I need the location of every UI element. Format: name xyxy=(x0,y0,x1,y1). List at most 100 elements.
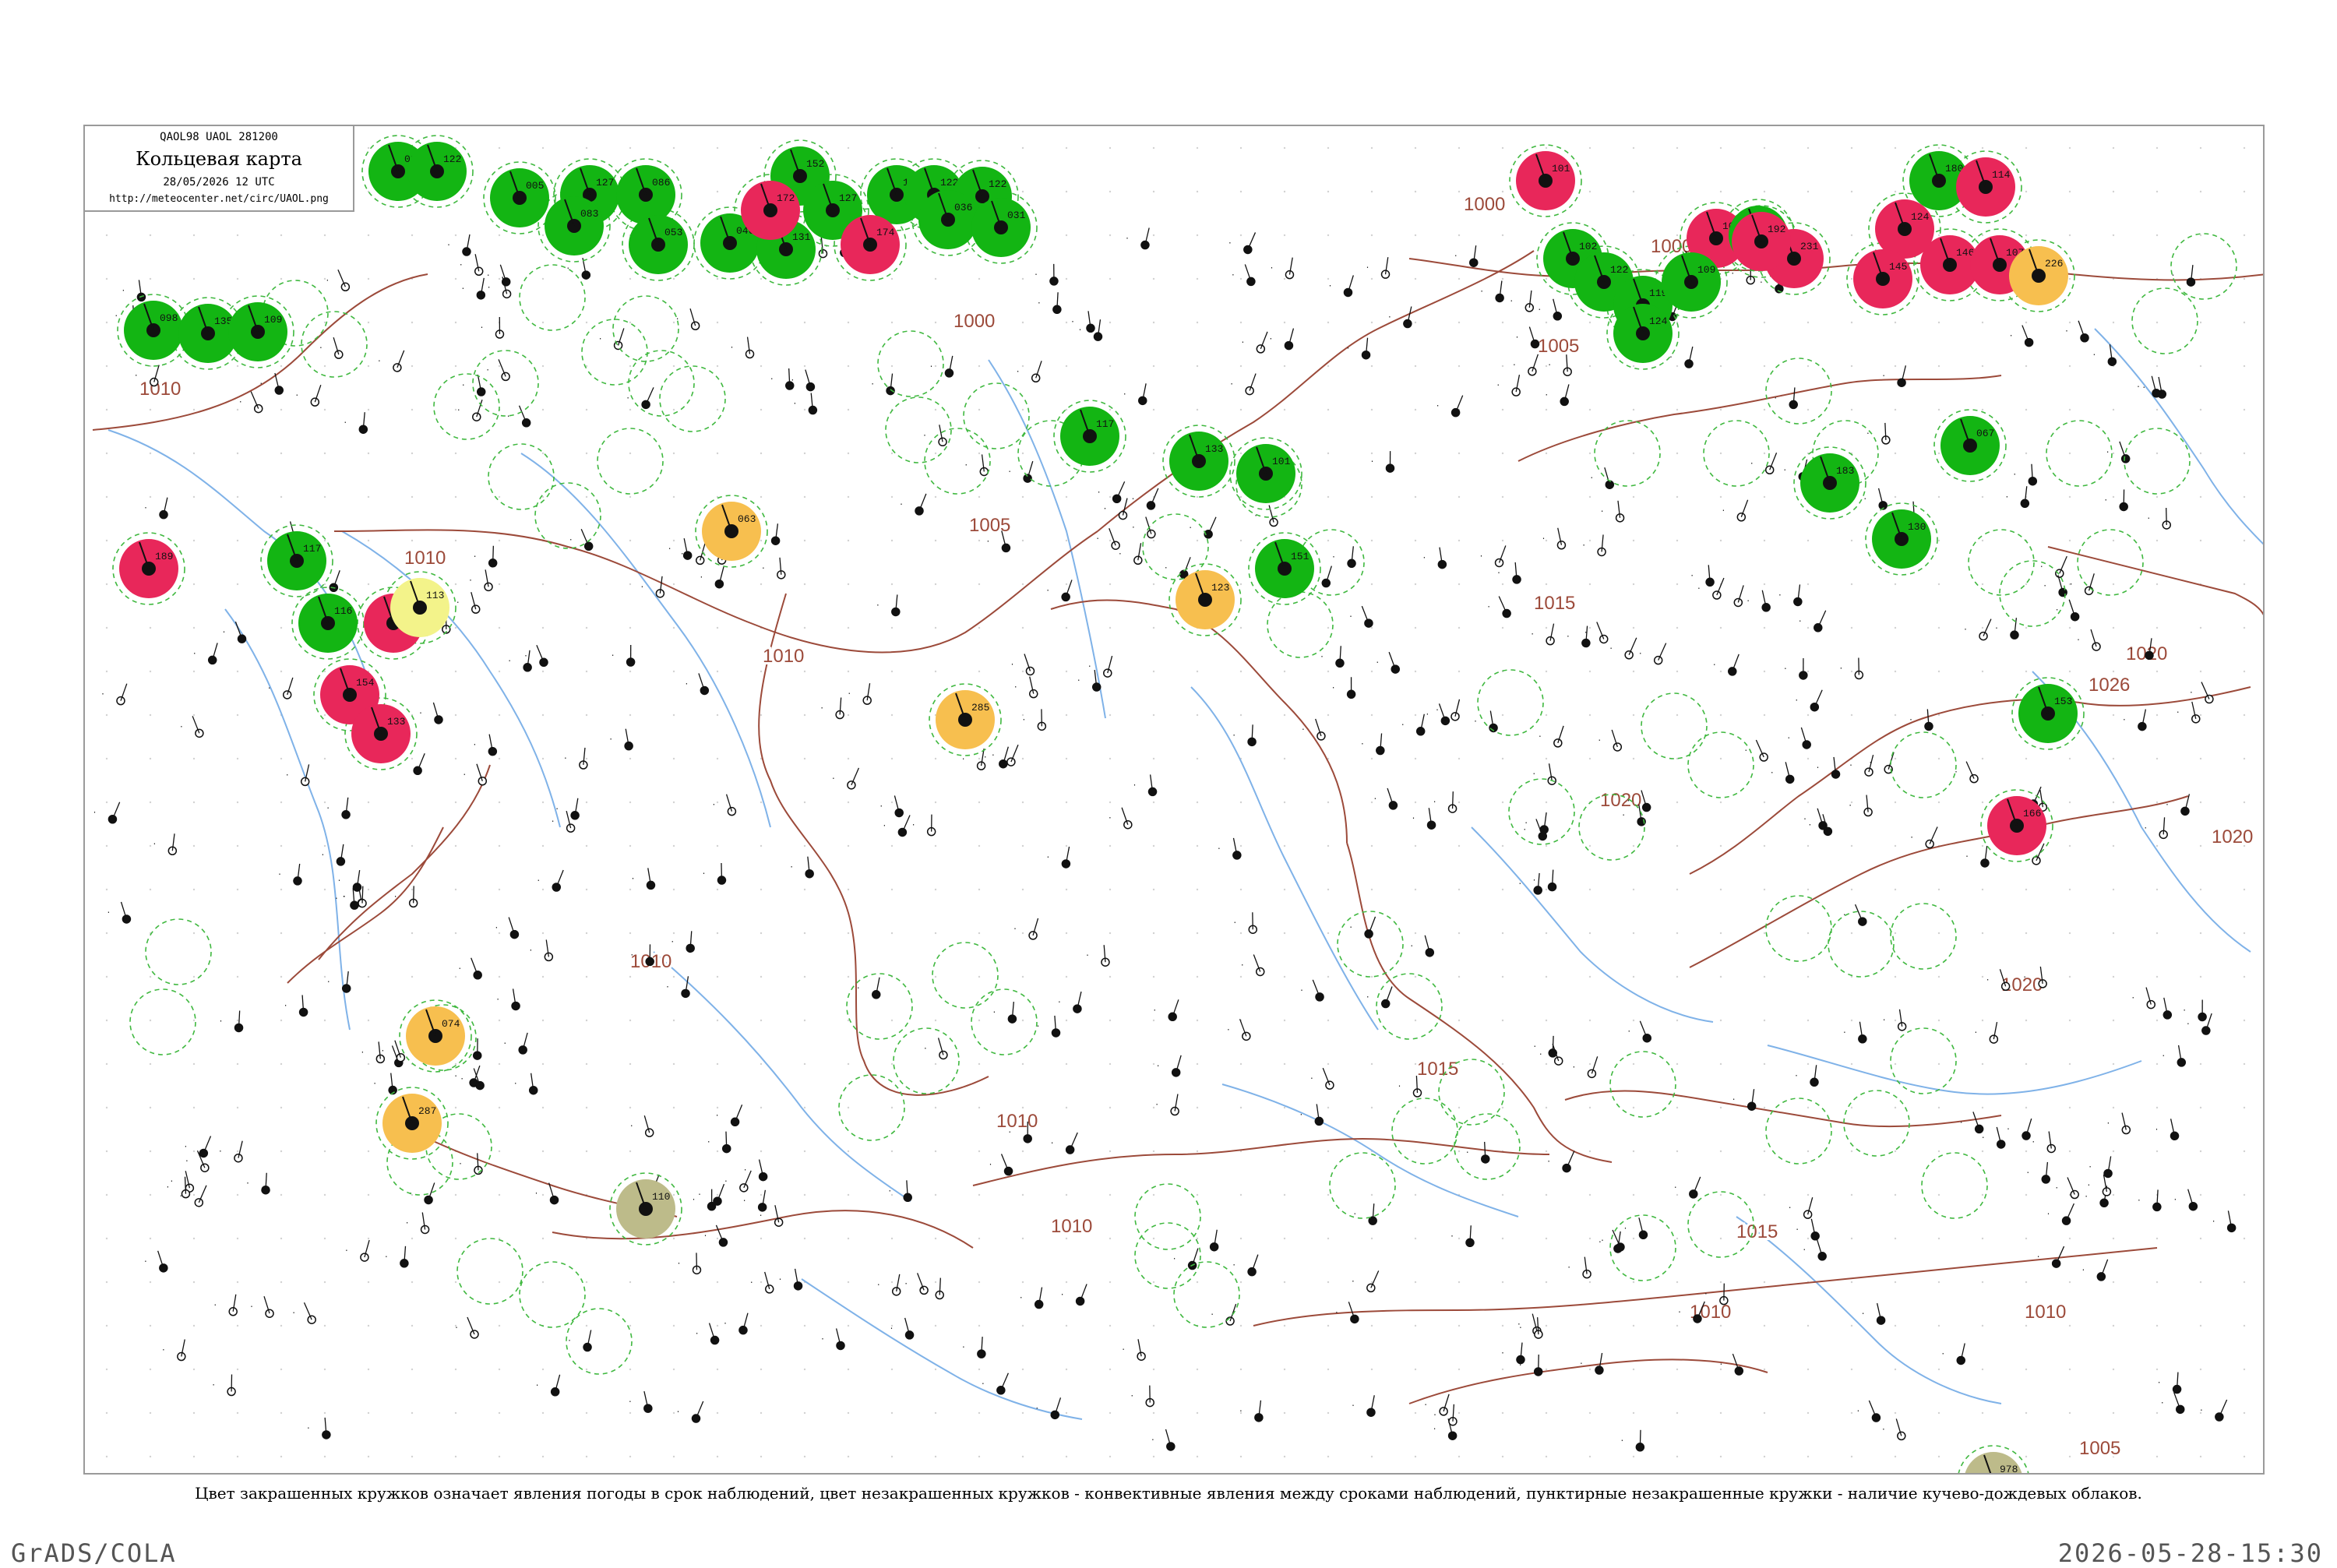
pressure-code: 124 xyxy=(1911,211,1930,223)
weather-circle-green[interactable]: 083 xyxy=(545,196,604,255)
station-value: · xyxy=(165,1184,170,1193)
pressure-code: 086 xyxy=(652,177,670,189)
weather-circle-green[interactable]: 031 xyxy=(971,198,1031,257)
weather-circle-orange[interactable]: 226 xyxy=(2009,246,2068,305)
station-value: · xyxy=(1433,1411,1437,1420)
station-value: · xyxy=(2212,1217,2216,1226)
station-value: · xyxy=(1690,572,1694,580)
station-value: · xyxy=(1538,733,1542,742)
weather-circle-yellow[interactable]: 113 xyxy=(390,578,449,637)
station-value: · xyxy=(629,1122,634,1131)
station-value: · xyxy=(1123,390,1127,399)
station-value: · xyxy=(770,375,774,384)
weather-circle-green[interactable]: 151 xyxy=(1255,539,1314,598)
weather-circle-green[interactable]: 098 xyxy=(124,301,183,360)
station-value: · xyxy=(929,363,933,372)
pressure-code: 083 xyxy=(580,208,598,220)
weather-circle-red[interactable]: 192 xyxy=(1732,212,1791,271)
pressure-code: 122 xyxy=(989,178,1006,190)
weather-circle-green[interactable]: 130 xyxy=(1872,509,1931,569)
weather-circle-green[interactable]: 101 xyxy=(1236,444,1295,503)
station-value: · xyxy=(143,1258,148,1267)
weather-circle-red[interactable]: 174 xyxy=(841,215,900,274)
weather-circle-red[interactable]: 114 xyxy=(1956,157,2015,217)
render-timestamp: 2026-05-28-15:30 xyxy=(2058,1538,2323,1568)
weather-circle-orange[interactable]: 285 xyxy=(936,690,995,749)
source-url[interactable]: http://meteocenter.net/circ/UAOL.png xyxy=(85,193,353,205)
station-value: · xyxy=(1589,474,1594,483)
weather-circle-green[interactable]: 117 xyxy=(1060,407,1119,466)
weather-circle-olive[interactable]: 110 xyxy=(616,1179,675,1239)
station-value: · xyxy=(277,871,282,879)
cloud-cover-icon xyxy=(122,915,130,923)
station-value: · xyxy=(1842,911,1847,920)
map-title: Кольцевая карта xyxy=(85,148,353,170)
weather-circle-green[interactable]: 005 xyxy=(490,168,549,227)
cloud-cover-icon xyxy=(471,1330,478,1338)
weather-circle-green[interactable]: 116 xyxy=(298,594,358,653)
station-value: · xyxy=(1732,1096,1736,1105)
weather-circle-green[interactable]: 036 xyxy=(918,190,978,249)
station-value: · xyxy=(92,809,97,818)
station-value: · xyxy=(534,1190,539,1199)
station-value: · xyxy=(1677,1309,1682,1317)
station-value: · xyxy=(183,1143,188,1151)
weather-circle-green[interactable]: 117 xyxy=(267,531,326,590)
station-value: · xyxy=(911,822,916,830)
pressure-code: 109 xyxy=(264,314,282,326)
station-value: · xyxy=(179,723,184,731)
station-value: · xyxy=(1095,535,1100,544)
weather-circle-orange[interactable]: 123 xyxy=(1176,570,1235,629)
station-value: · xyxy=(1794,1072,1799,1080)
weather-circle-green[interactable]: 053 xyxy=(629,215,688,274)
station-value: · xyxy=(487,284,492,292)
station-value: · xyxy=(2182,1006,2187,1015)
station-value: · xyxy=(989,1161,993,1170)
weather-circle-green[interactable]: 124 xyxy=(1613,304,1673,363)
weather-circle-green[interactable]: 109 xyxy=(228,302,287,361)
station-value: · xyxy=(1965,853,1969,862)
map-frame: 1000100010001005100510051005101010101010… xyxy=(83,125,2265,1475)
station-value: · xyxy=(1454,252,1458,261)
weather-circle-orange[interactable]: 074 xyxy=(406,1006,465,1066)
weather-circle-red[interactable]: 145 xyxy=(1853,249,1912,308)
weather-circle-green[interactable]: 122 xyxy=(407,142,467,201)
pressure-code: 183 xyxy=(1836,465,1854,477)
station-value: · xyxy=(1547,361,1552,370)
station-value: · xyxy=(507,657,512,666)
weather-circle-red[interactable]: 133 xyxy=(351,704,411,763)
weather-circle-green[interactable]: 086 xyxy=(616,165,675,224)
station-value: · xyxy=(2131,995,2135,1003)
weather-circle-red[interactable]: 172 xyxy=(741,181,800,240)
station-value: · xyxy=(134,372,139,381)
weather-circle-green[interactable]: 153 xyxy=(2018,684,2078,743)
weather-circle-green[interactable]: 109 xyxy=(1662,252,1721,312)
station-value: · xyxy=(1154,1101,1159,1110)
weather-circle-green[interactable]: 183 xyxy=(1800,453,1859,513)
station-value: · xyxy=(1597,737,1602,745)
station-value: · xyxy=(1346,345,1351,354)
station-value: · xyxy=(1730,270,1735,279)
synoptic-map: 1000100010001005100510051005101010101010… xyxy=(85,126,2265,1475)
station-value: · xyxy=(536,877,541,886)
station-value: · xyxy=(1232,731,1236,740)
weather-circle-green[interactable]: 133 xyxy=(1169,432,1228,491)
weather-circle-red[interactable]: 166 xyxy=(1987,796,2046,855)
pressure-code: 117 xyxy=(1096,418,1114,430)
weather-circle-red[interactable]: 101 xyxy=(1516,151,1575,210)
cloud-cover-icon xyxy=(1606,481,1613,488)
station-value: · xyxy=(1034,271,1038,280)
station-value: · xyxy=(218,1148,223,1157)
station-value: · xyxy=(1331,684,1336,692)
cloud-cover-icon xyxy=(1141,241,1149,249)
weather-circle-green[interactable]: 067 xyxy=(1940,416,2000,475)
isobar-label: 1010 xyxy=(2025,1302,2066,1323)
station-value: · xyxy=(2176,709,2180,717)
station-value: · xyxy=(1544,391,1549,400)
station-value: · xyxy=(1070,318,1075,326)
station-value: · xyxy=(1496,382,1500,390)
weather-circle-orange[interactable]: 063 xyxy=(702,502,761,561)
weather-circle-red[interactable]: 189 xyxy=(119,539,178,598)
station-value: · xyxy=(1627,798,1631,806)
weather-circle-orange[interactable]: 287 xyxy=(382,1094,442,1153)
